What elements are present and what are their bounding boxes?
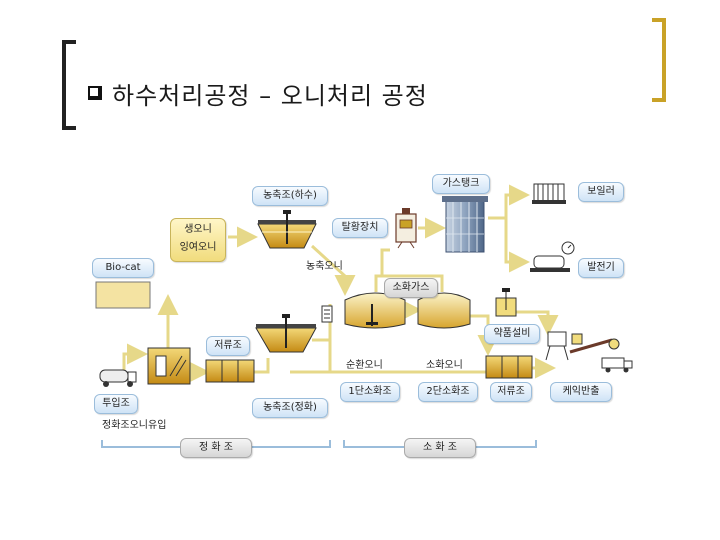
bottom-thickener-tank: [255, 314, 317, 353]
label-gas-tank: 가스탱크: [432, 174, 490, 194]
checkbox-bullet-icon: [88, 86, 102, 100]
desulfurizer-unit: [395, 208, 417, 249]
gas-tank-building: [442, 196, 488, 253]
label-digestion-gas: 소화가스: [384, 278, 438, 298]
right-bracket-decoration: [652, 18, 666, 102]
first-digester-tank: [344, 292, 406, 329]
right-storage-tank: [485, 355, 533, 379]
label-chemical: 약품설비: [484, 324, 540, 344]
left-bracket-decoration: [62, 40, 76, 130]
label-digested-sludge: 소화오니: [426, 360, 463, 371]
label-boiler: 보일러: [578, 182, 624, 202]
cake-truck-icon: [601, 357, 633, 373]
label-thickened-sludge: 농축오니: [306, 261, 343, 272]
label-raw-sludge: 생오니: [184, 224, 212, 235]
label-septic-inflow: 정화조오니유입: [102, 420, 167, 431]
biocat-box: [95, 281, 151, 309]
label-cake-removal: 케익반출: [550, 382, 612, 402]
chemical-tank: [495, 288, 517, 317]
label-section-septic: 정 화 조: [180, 438, 252, 458]
label-return-sludge: 순환오니: [346, 360, 383, 371]
generator-unit: [530, 241, 575, 272]
slide-title: 하수처리공정 – 오니처리 공정: [112, 82, 428, 110]
label-left-storage: 저류조: [206, 336, 250, 356]
label-bottom-thickener: 농축조(정화): [252, 398, 328, 418]
boiler-unit: [532, 183, 566, 204]
flow-arrows: [122, 184, 559, 383]
septic-truck-icon: [99, 369, 137, 387]
label-biocat: Bio-cat: [92, 258, 154, 278]
left-storage-tank: [205, 359, 255, 383]
label-generator: 발전기: [578, 258, 624, 278]
label-top-thickener: 농축조(하수): [252, 186, 328, 206]
heat-exchanger-icon: [321, 305, 333, 323]
label-raw-excess-sludge: 생오니 잉여오니: [170, 218, 226, 262]
label-second-digester: 2단소화조: [418, 382, 478, 402]
label-inflow-tank: 투입조: [94, 394, 138, 414]
label-section-digestion: 소 화 조: [404, 438, 476, 458]
dewatering-press: [545, 331, 620, 361]
label-right-storage: 저류조: [490, 382, 532, 402]
inflow-tank: [147, 347, 191, 385]
label-excess-sludge: 잉여오니: [179, 242, 217, 253]
label-first-digester: 1단소화조: [340, 382, 400, 402]
label-desulfurizer: 탈황장치: [332, 218, 388, 238]
top-thickener-tank: [257, 210, 317, 249]
second-digester-tank: [417, 292, 471, 329]
